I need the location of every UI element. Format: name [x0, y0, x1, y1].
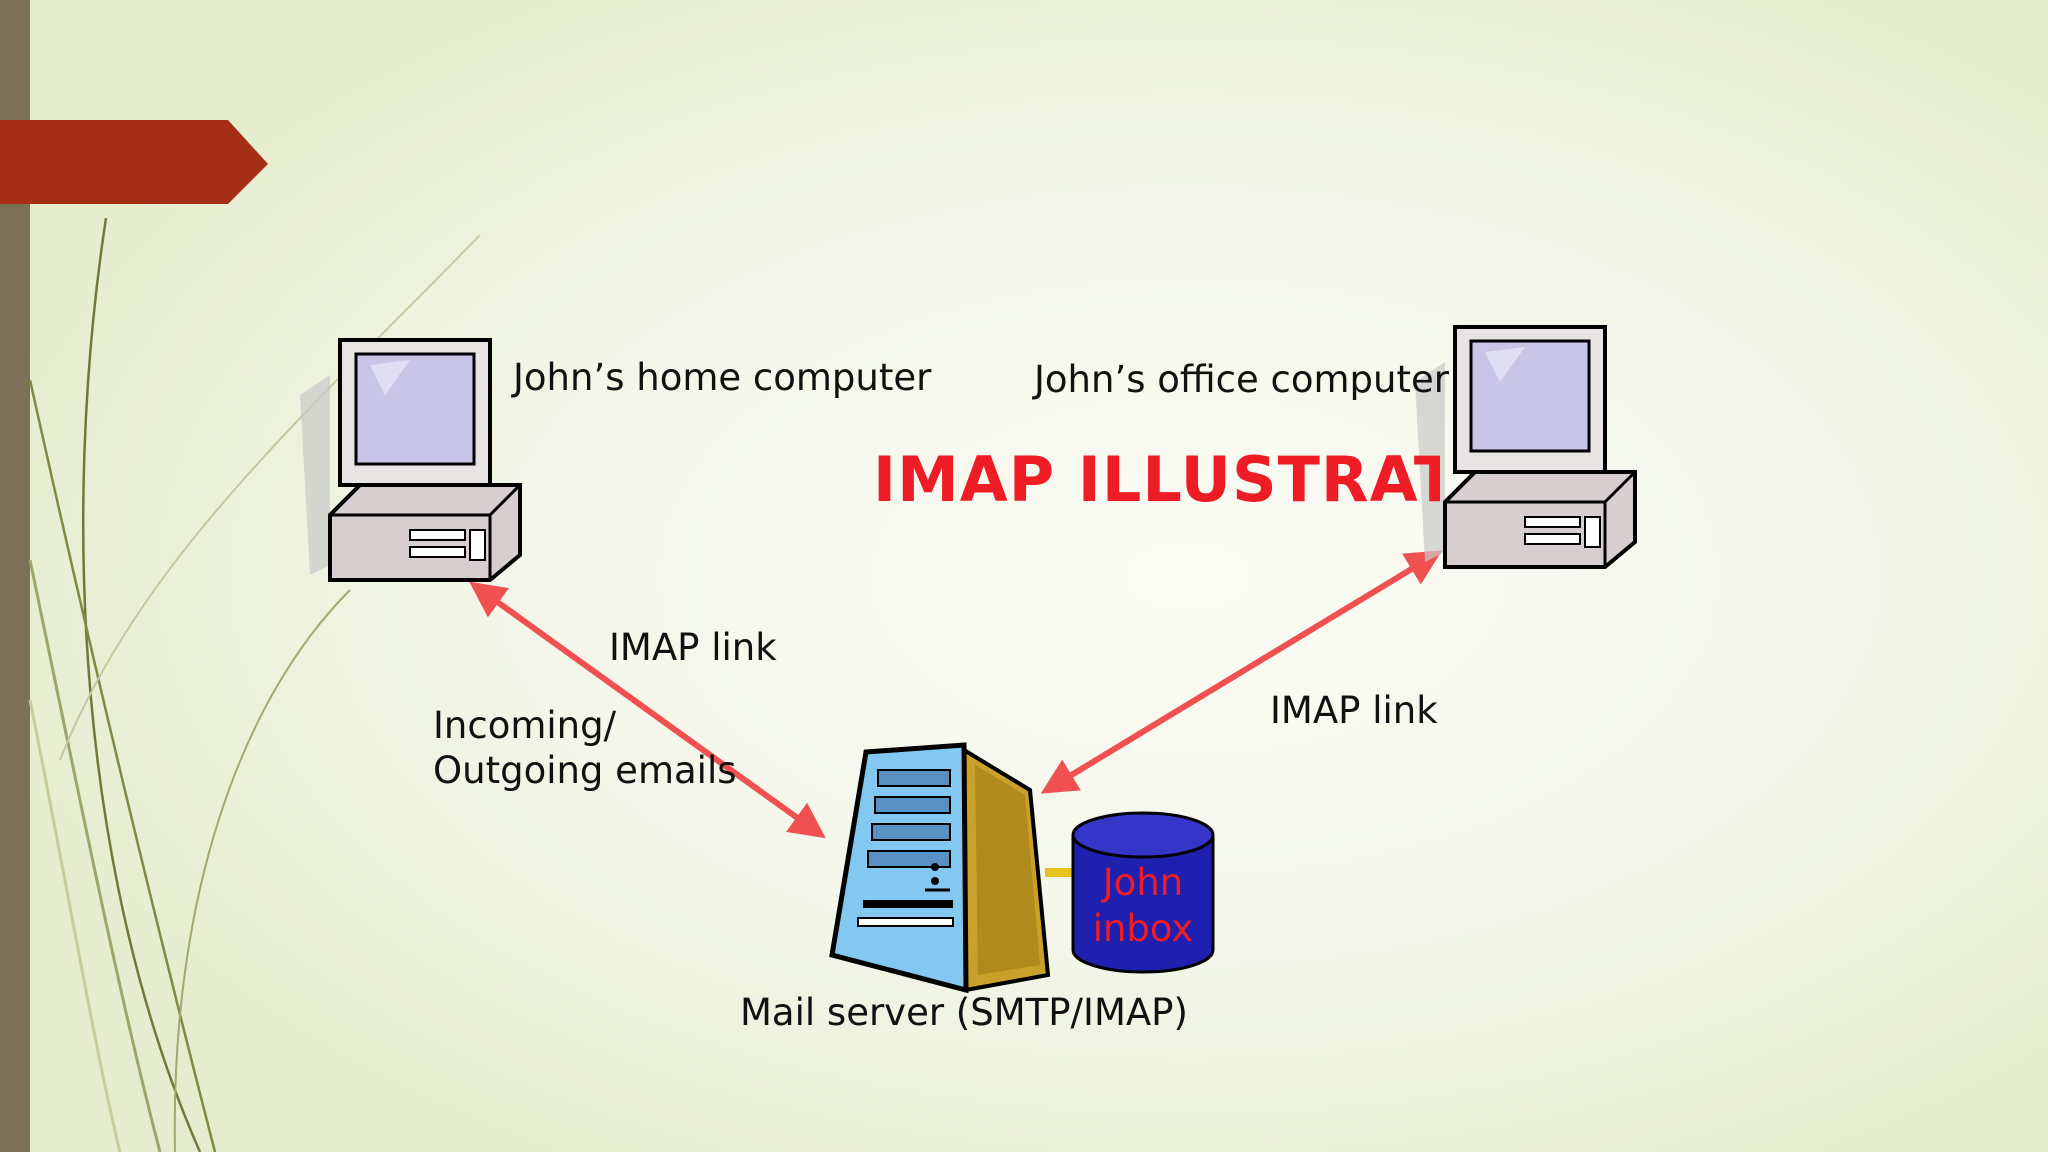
slide-title: IMAP ILLUSTRATIO — [873, 443, 1440, 516]
mail-server-label: Mail server (SMTP/IMAP) — [740, 991, 1188, 1034]
home-imap-link-label: IMAP link — [609, 626, 777, 669]
inbox-label: John inbox — [1078, 860, 1208, 952]
inbox-label-line2: inbox — [1092, 907, 1194, 950]
office-imap-link-label: IMAP link — [1270, 689, 1438, 732]
home-computer-label: John’s home computer — [513, 356, 932, 399]
home-imap-arrow — [469, 581, 826, 839]
office-imap-arrow — [1040, 550, 1443, 794]
emails-label-line1: Incoming/ — [433, 704, 617, 747]
emails-label-line2: Outgoing emails — [433, 749, 737, 792]
office-computer-label: John’s office computer — [1034, 358, 1449, 401]
inbox-label-line1: John — [1102, 861, 1184, 904]
